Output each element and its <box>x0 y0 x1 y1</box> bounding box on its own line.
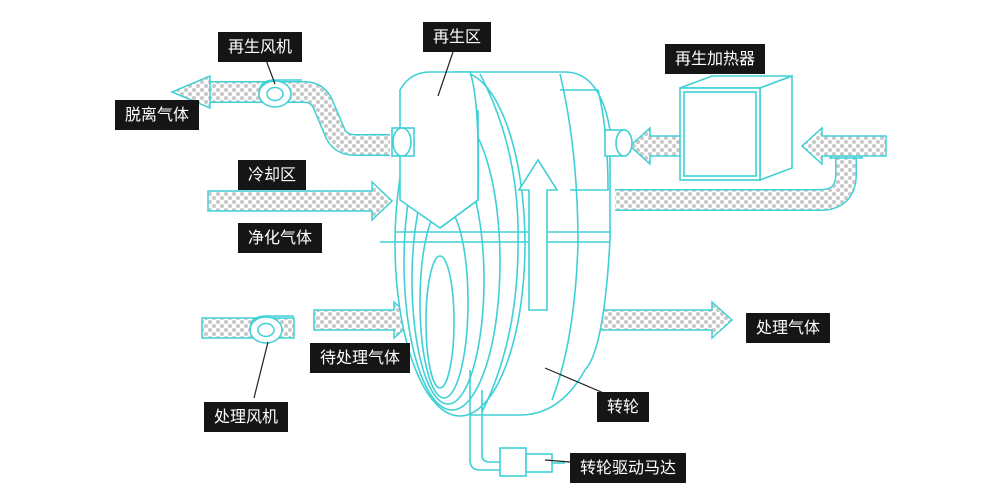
label-process-fan: 处理风机 <box>204 402 289 432</box>
label-regen-fan: 再生风机 <box>218 32 303 62</box>
label-desorb-gas: 脱离气体 <box>115 100 200 130</box>
processed-outlet-arrow <box>584 300 734 340</box>
label-processed-gas: 处理气体 <box>746 313 831 343</box>
regen-heater-box <box>679 74 793 182</box>
label-rotor-motor: 转轮驱动马达 <box>570 453 687 483</box>
rotation-arrow-icon <box>517 158 559 311</box>
regen-fan-icon <box>258 79 302 108</box>
cooling-inlet-arrow <box>207 180 394 222</box>
label-clean-gas: 净化气体 <box>238 223 323 253</box>
label-regen-zone: 再生区 <box>423 22 492 52</box>
desorb-exhaust-pipe <box>170 74 390 156</box>
label-to-process-gas: 待处理气体 <box>310 343 411 373</box>
label-rotor: 转轮 <box>597 392 650 422</box>
heater-intake-arrow <box>800 126 887 166</box>
label-cooling-zone: 冷却区 <box>238 160 307 190</box>
rotor-drive-motor <box>469 370 565 477</box>
rotor-wheel <box>380 71 633 417</box>
process-fan-icon <box>249 315 294 344</box>
label-regen-heater: 再生加热器 <box>665 44 766 74</box>
